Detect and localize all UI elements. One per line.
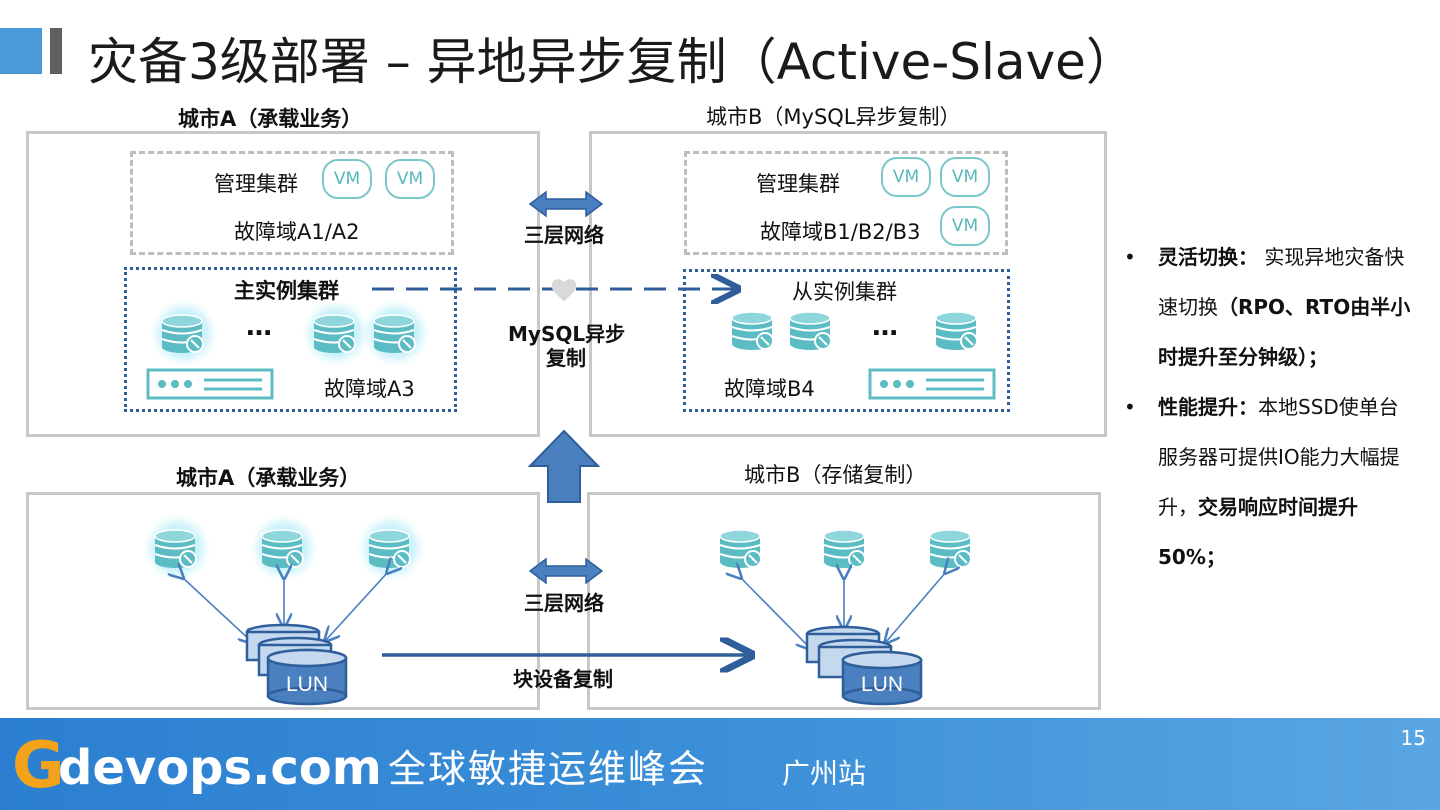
page-title: 灾备3级部署 – 异地异步复制（Active-Slave） [88,33,1136,91]
db-icon [731,311,774,351]
fault-domain-a3-label: 故障域A3 [324,377,415,401]
logo-g: G [12,729,65,803]
top-city-b-box [589,131,1107,437]
db-icon [789,311,832,351]
network-label-bottom: 三层网络 [524,591,604,615]
title-accent-bar-gray [50,28,62,74]
fault-domain-b123-label: 故障域B1/B2/B3 [760,220,921,244]
db-icon [719,529,762,569]
slave-cluster-box [683,269,1010,412]
upgrade-arrow [527,429,601,503]
vm-icon: VM [385,159,435,199]
fault-domain-b4-label: 故障域B4 [724,377,815,401]
db-icon [302,299,370,367]
async-replication-arrow [372,279,735,302]
master-cluster-box [124,267,457,412]
top-city-a-label: 城市A（承载业务） [178,107,363,131]
title-accent-bar [0,28,42,74]
network-double-arrow-bottom [528,557,604,585]
db-icon [143,514,211,582]
block-copy-label: 块设备复制 [513,667,613,691]
page-number: 15 [1400,726,1426,750]
server-icon [868,368,996,400]
mgmt-cluster-b-label: 管理集群 [756,172,840,196]
mgmt-cluster-b-box [684,151,1008,255]
lun-label: LUN [861,673,903,696]
bullet-dot-icon: • [1124,245,1136,269]
slave-cluster-label: 从实例集群 [792,280,897,304]
lun-storage-icon: LUN [245,623,348,706]
bullet-heading: 性能提升： [1158,395,1258,419]
conference-city: 广州站 [782,757,867,790]
db-icon [150,299,218,367]
brand-name: devops.com [58,740,382,796]
mgmt-cluster-a-label: 管理集群 [214,172,298,196]
db-icon [250,514,318,582]
bullet-dot-icon: • [1124,395,1136,419]
db-icon [357,514,425,582]
fault-domain-a12-label: 故障域A1/A2 [234,220,360,244]
benefits-list: • 灵活切换： 实现异地灾备快速切换（RPO、RTO由半小时提升至分钟级）； •… [1124,232,1414,582]
db-icon [935,311,978,351]
db-icon [823,529,866,569]
vm-icon: VM [940,157,990,197]
bullet-text: 实现异地灾备快速切换 [1158,245,1405,319]
ellipsis: … [246,312,272,342]
bullet-emphasis: （RPO、RTO由半小时提升至分钟级）； [1158,295,1411,369]
mgmt-cluster-a-box [130,151,454,255]
network-label-top: 三层网络 [524,223,604,247]
mysql-async-label-line2: 复制 [546,346,586,370]
top-city-b-label: 城市B（MySQL异步复制） [706,105,961,129]
network-double-arrow-top [528,190,604,218]
ellipsis: … [872,312,898,342]
bullet-text: 本地SSD使单台服务器可提供IO能力大幅提升， [1158,395,1400,519]
conference-name: 全球敏捷运维峰会 [388,747,709,791]
bullet-item: • 灵活切换： 实现异地灾备快速切换（RPO、RTO由半小时提升至分钟级）； [1124,232,1414,382]
vm-icon: VM [322,159,372,199]
bullet-emphasis: 交易响应时间提升50%； [1158,495,1358,569]
server-icon [146,368,274,400]
db-icon [362,299,430,367]
bottom-city-a-label: 城市A（承载业务） [176,466,361,490]
bullet-heading: 灵活切换： [1158,245,1258,269]
bullet-item: • 性能提升：本地SSD使单台服务器可提供IO能力大幅提升，交易响应时间提升50… [1124,382,1414,582]
lun-storage-icon: LUN [805,625,923,706]
lun-label: LUN [286,673,328,696]
vm-icon: VM [940,206,990,246]
db-icon [929,529,972,569]
mysql-async-label-line1: MySQL异步 [508,322,626,346]
footer-banner: G devops.com 全球敏捷运维峰会 广州站 15 [0,718,1440,810]
master-cluster-label: 主实例集群 [234,279,339,303]
vm-icon: VM [881,157,931,197]
bottom-city-b-label: 城市B（存储复制） [744,463,927,487]
